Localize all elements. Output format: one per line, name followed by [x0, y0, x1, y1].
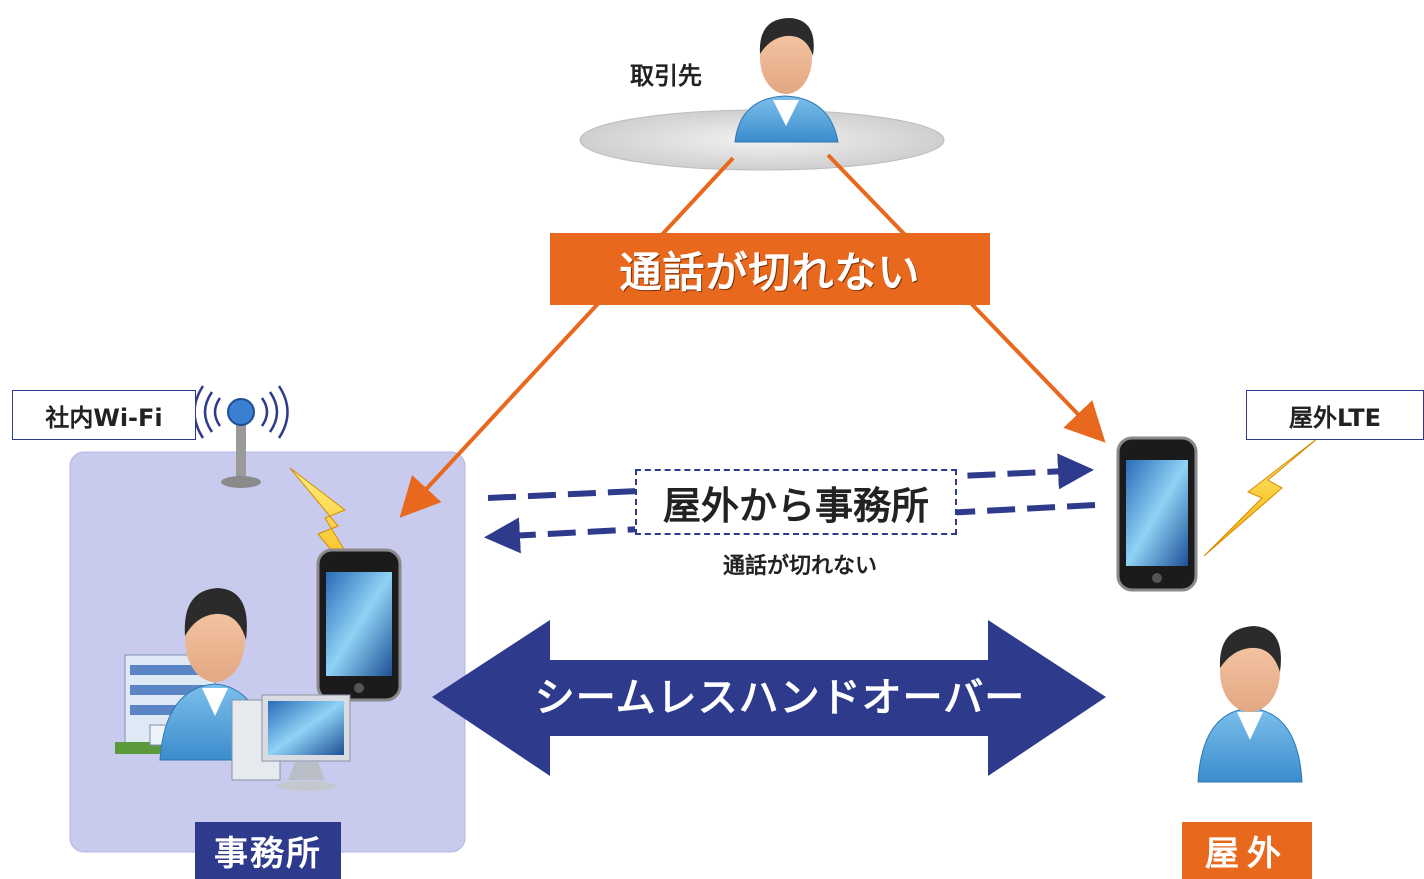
office-tag: 事務所: [195, 822, 341, 879]
outdoor-lightning-icon: [1203, 437, 1319, 557]
handover-arrow: [432, 620, 1106, 776]
arrow-partner-to-office: [399, 156, 735, 518]
outdoor-person-icon: [1197, 626, 1303, 783]
outdoor-smartphone-icon: [1116, 436, 1198, 592]
office-wifi-label: 社内Wi-Fi: [12, 390, 196, 440]
outdoor-to-office-label: 屋外から事務所: [635, 469, 957, 535]
call-continues-banner: 通話が切れない: [550, 233, 990, 305]
wifi-antenna-icon: [193, 385, 289, 488]
outdoor-to-office-sublabel: 通話が切れない: [722, 554, 877, 579]
partner-person-icon: [734, 18, 839, 143]
office-smartphone-icon: [316, 548, 402, 702]
seamless-handover-label: シームレスハンドオーバー: [534, 675, 1026, 721]
outdoor-lte-label: 屋外LTE: [1246, 390, 1424, 440]
office-computer-icon: [231, 694, 351, 791]
partner-label: 取引先: [630, 62, 702, 90]
outdoor-tag: 屋外: [1182, 822, 1312, 879]
